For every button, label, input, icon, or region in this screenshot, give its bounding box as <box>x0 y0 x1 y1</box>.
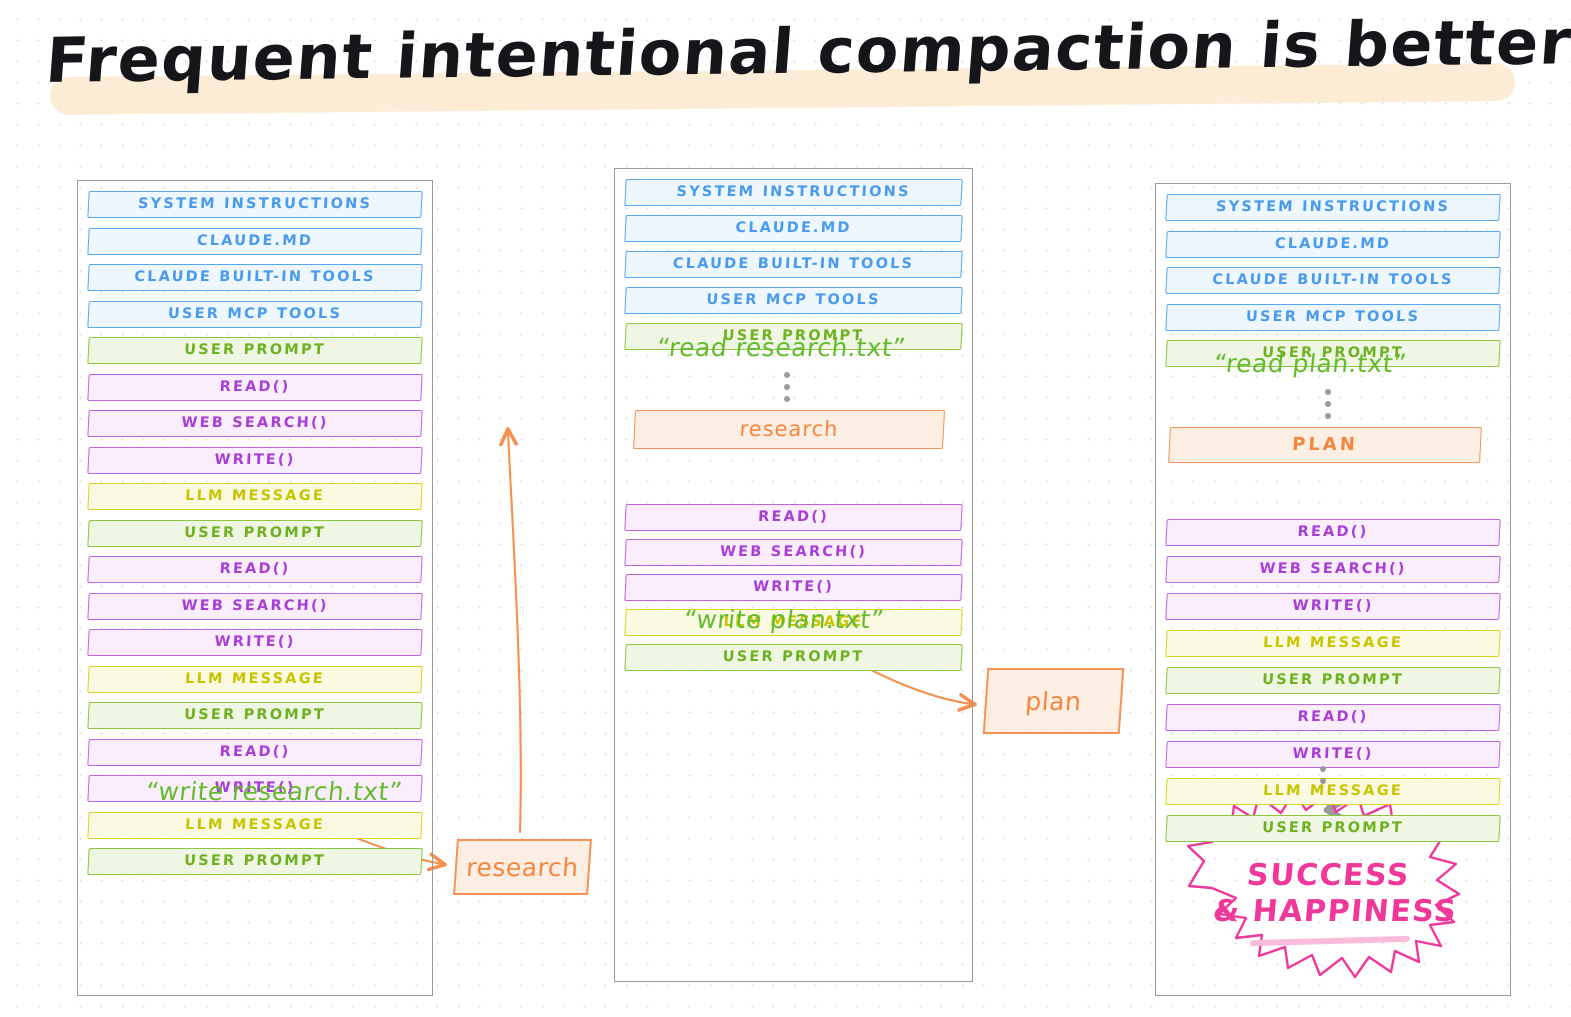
context-block-purple: WRITE() <box>1165 740 1501 768</box>
file-box-research[interactable]: research <box>453 839 592 895</box>
context-block-blue: CLAUDE.MD <box>624 215 963 242</box>
page-title: Frequent intentional compaction is bette… <box>43 5 1571 120</box>
context-block-purple: WRITE() <box>87 629 423 656</box>
context-block-green: USER PROMPT <box>624 644 963 671</box>
context-block-purple: WRITE() <box>87 446 423 474</box>
context-block-purple: READ() <box>87 738 423 766</box>
context-block-purple: READ() <box>624 504 963 531</box>
ellipsis-column-3 <box>1325 389 1331 419</box>
context-block-green: USER PROMPT <box>1165 666 1501 694</box>
context-block-blue: USER MCP TOOLS <box>87 300 423 328</box>
arrow-research-to-context <box>508 432 522 834</box>
context-block-purple: WEB SEARCH() <box>1165 555 1501 583</box>
context-block-purple: READ() <box>1165 703 1501 731</box>
context-block-green: USER PROMPT <box>87 337 423 364</box>
context-block-purple: WEB SEARCH() <box>624 539 963 566</box>
context-window-column-3: SYSTEM INSTRUCTIONS CLAUDE.MD CLAUDE BUILT… <box>1155 183 1511 996</box>
context-block-purple: READ() <box>87 556 423 583</box>
context-block-purple: READ() <box>1165 518 1501 546</box>
success-burst: SUCCESS & HAPPINESS <box>1176 828 1494 959</box>
context-block-purple: WEB SEARCH() <box>87 592 423 620</box>
caption-write-plan: “write plan.txt” <box>682 605 886 634</box>
context-block-green: USER PROMPT <box>87 848 423 875</box>
context-block-blue: USER MCP TOOLS <box>1165 303 1501 331</box>
context-block-blue: CLAUDE BUILT-IN TOOLS <box>87 264 423 291</box>
context-block-purple: WEB SEARCH() <box>87 410 423 437</box>
column-3-block-stack: SYSTEM INSTRUCTIONS CLAUDE.MD CLAUDE BUILT… <box>1165 194 1501 852</box>
context-window-column-1: SYSTEM INSTRUCTIONS CLAUDE.MD CLAUDE BUILT… <box>77 180 433 996</box>
context-block-yellow: LLM MESSAGE <box>1165 777 1501 805</box>
artifact-block-plan: PLAN <box>1168 427 1482 463</box>
caption-read-research: “read research.txt” <box>655 333 908 362</box>
context-block-yellow: LLM MESSAGE <box>1165 629 1501 657</box>
context-block-yellow: LLM MESSAGE <box>87 483 423 510</box>
context-block-green: USER PROMPT <box>87 519 423 547</box>
context-block-blue: CLAUDE.MD <box>87 227 423 255</box>
artifact-block-research: research <box>632 410 946 449</box>
context-block-purple: WRITE() <box>624 574 963 601</box>
context-block-blue: SYSTEM INSTRUCTIONS <box>87 191 423 218</box>
context-block-purple: READ() <box>87 373 423 401</box>
context-block-green: USER PROMPT <box>87 702 423 729</box>
success-line-2: & HAPPINESS <box>1211 894 1459 929</box>
context-window-column-2: SYSTEM INSTRUCTIONS CLAUDE.MD CLAUDE BUILT… <box>614 168 973 982</box>
success-line-1: SUCCESS <box>1245 858 1411 893</box>
context-block-blue: CLAUDE BUILT-IN TOOLS <box>1165 267 1501 294</box>
caption-read-plan: “read plan.txt” <box>1212 349 1409 378</box>
caption-write-research: “write research.txt” <box>144 777 404 806</box>
ellipsis-before-success <box>1320 766 1326 784</box>
context-block-blue: SYSTEM INSTRUCTIONS <box>624 179 963 206</box>
context-block-blue: CLAUDE BUILT-IN TOOLS <box>624 251 963 278</box>
context-block-yellow: LLM MESSAGE <box>87 665 423 693</box>
file-box-plan[interactable]: plan <box>982 668 1125 734</box>
ellipsis-column-2 <box>784 372 790 402</box>
context-block-purple: WRITE() <box>1165 592 1501 620</box>
context-block-yellow: LLM MESSAGE <box>87 811 423 839</box>
context-block-blue: SYSTEM INSTRUCTIONS <box>1165 194 1501 221</box>
context-block-blue: USER MCP TOOLS <box>624 287 963 314</box>
context-block-blue: CLAUDE.MD <box>1165 230 1501 258</box>
